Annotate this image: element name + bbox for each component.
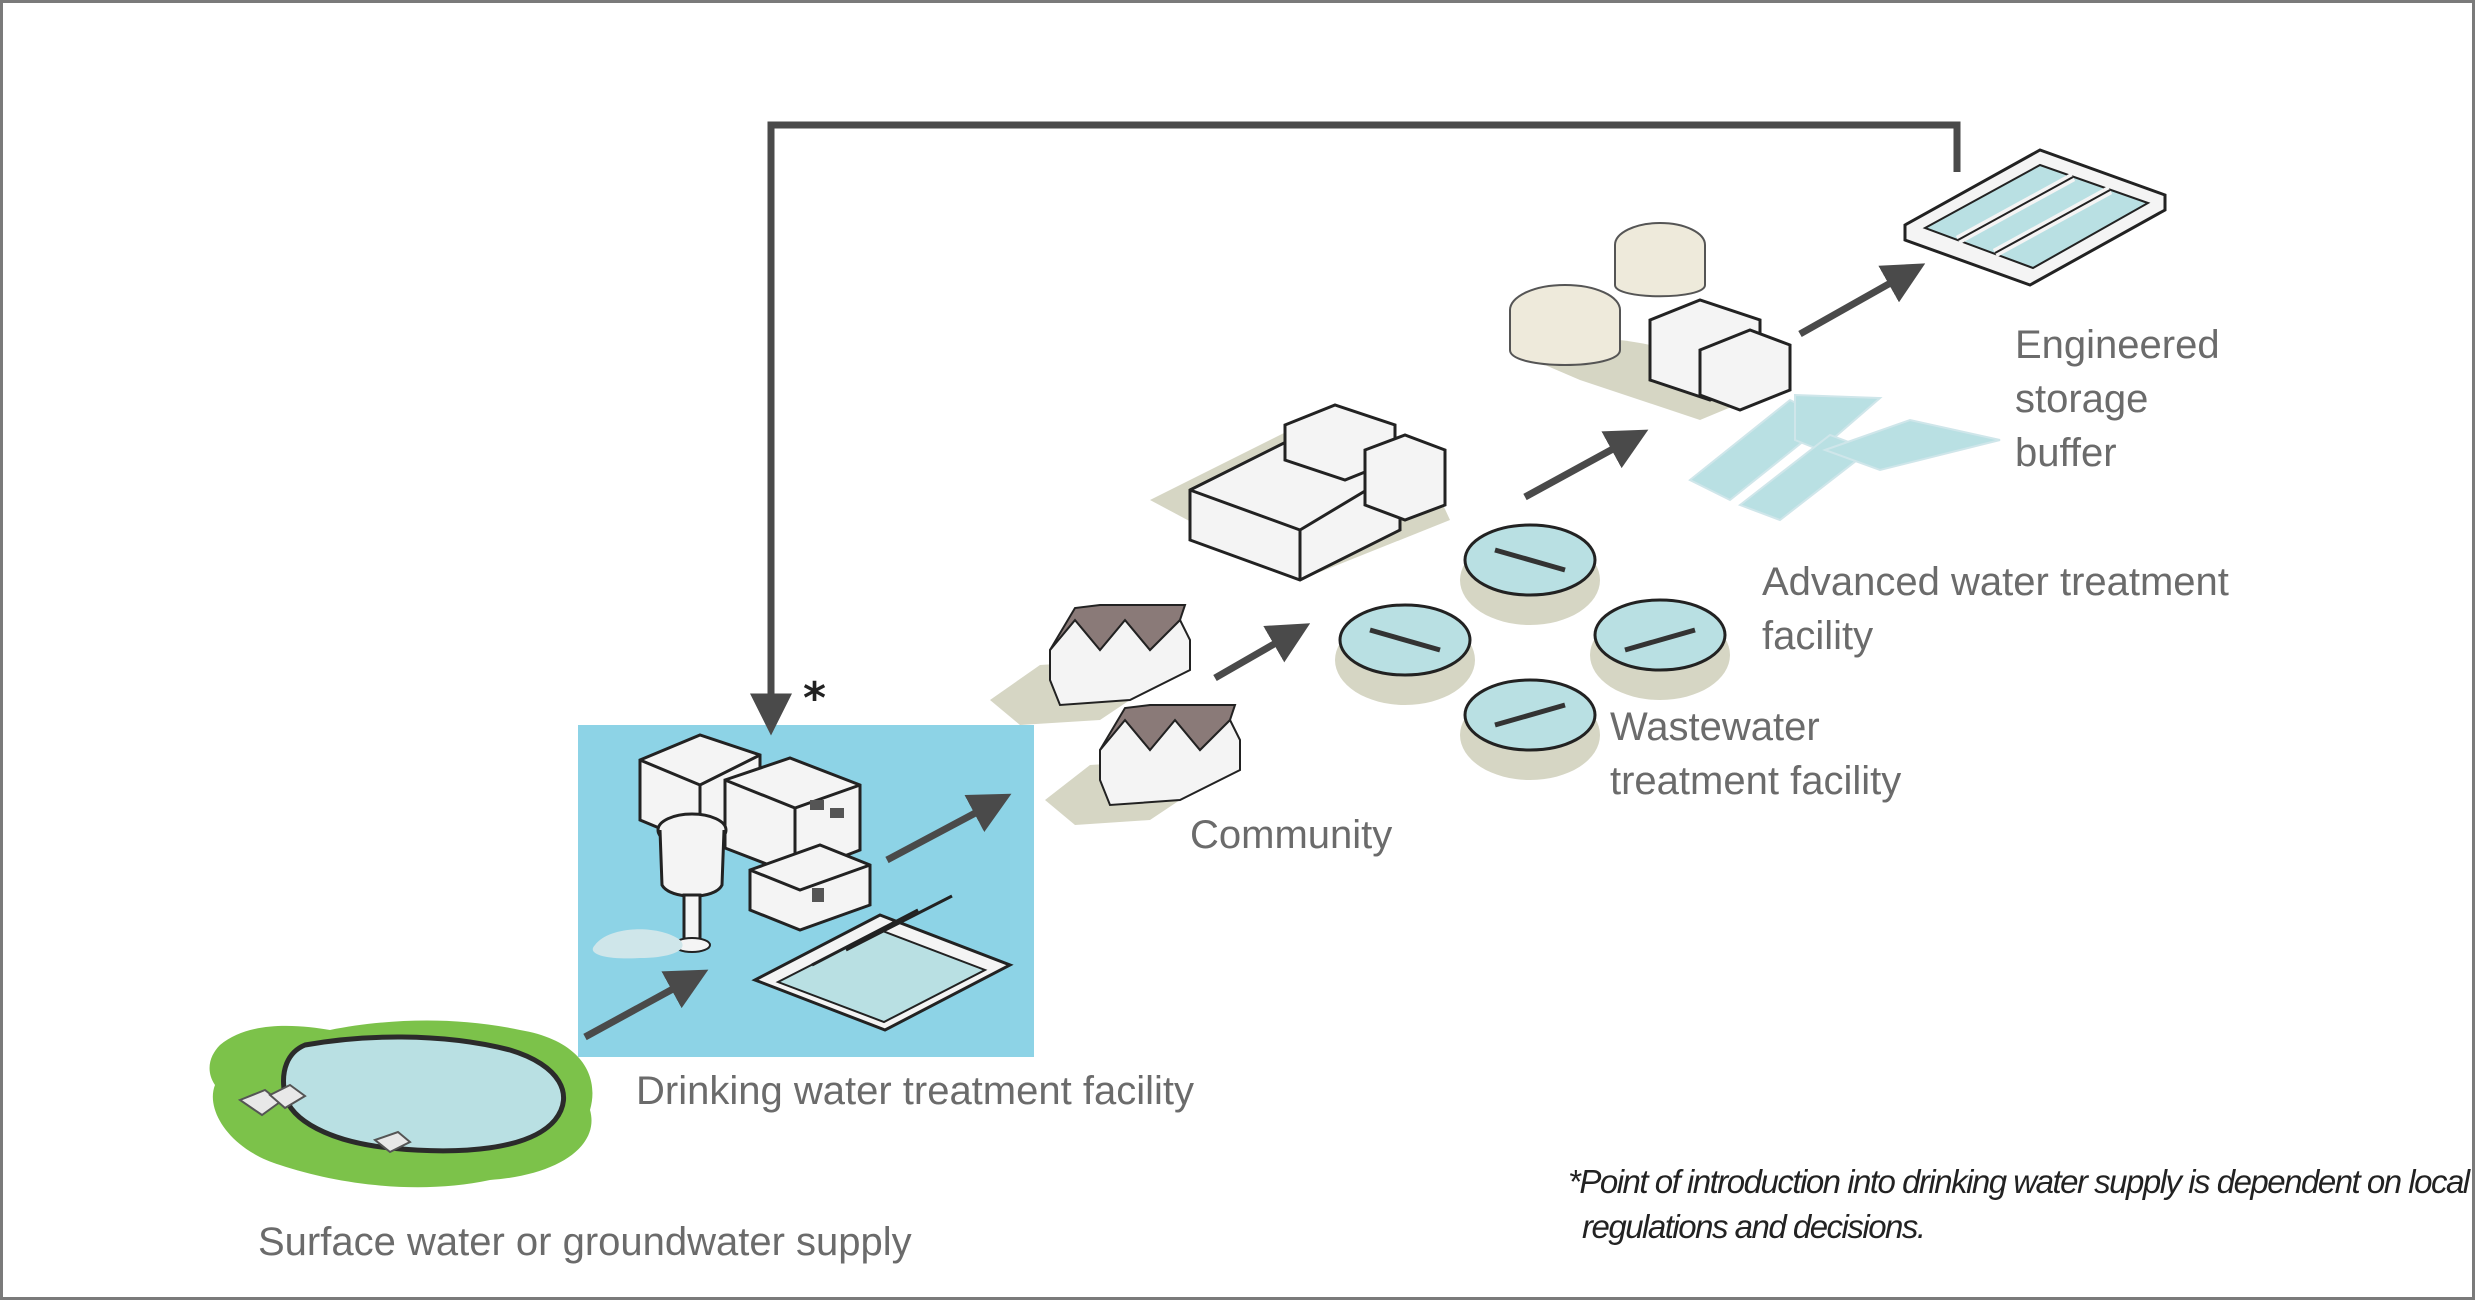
footnote: *Point of introduction into drinking wat… xyxy=(1568,1160,2470,1249)
label-advanced-facility: Advanced water treatment facility xyxy=(1762,555,2229,663)
arrow-drinking-to-community xyxy=(885,793,1012,864)
introduction-point-asterisk: * xyxy=(803,673,827,724)
label-advanced-line2: facility xyxy=(1762,614,1874,658)
label-advanced-line1: Advanced water treatment xyxy=(1762,560,2229,604)
label-community: Community xyxy=(1190,813,1393,857)
wastewater-treatment-facility-icon xyxy=(1150,403,1730,780)
engineered-storage-buffer-icon xyxy=(1903,148,2167,287)
surface-water-pond-icon xyxy=(209,1020,593,1188)
footnote-line1: *Point of introduction into drinking wat… xyxy=(1568,1163,2470,1200)
label-wastewater-line1: Wastewater xyxy=(1610,705,1820,749)
drinking-water-facility-icon xyxy=(592,733,1014,1032)
arrow-wastewater-to-advanced xyxy=(1523,429,1649,501)
arrow-storage-return-to-drinking xyxy=(750,121,1961,736)
community-houses-icon xyxy=(990,604,1241,825)
arrow-advanced-to-storage xyxy=(1798,263,1926,338)
advanced-water-treatment-facility-icon xyxy=(1509,222,2001,522)
label-storage-line1: Engineered xyxy=(2015,323,2220,367)
label-drinking-facility: Drinking water treatment facility xyxy=(636,1069,1194,1113)
label-wastewater-facility: Wastewater treatment facility xyxy=(1610,700,1901,808)
arrow-supply-to-drinking xyxy=(583,969,709,1041)
arrow-community-to-wastewater xyxy=(1213,623,1311,682)
footnote-line2: regulations and decisions. xyxy=(1582,1207,1926,1245)
label-storage-line3: buffer xyxy=(2015,431,2117,475)
label-storage-buffer: Engineered storage buffer xyxy=(2015,318,2220,480)
label-storage-line2: storage xyxy=(2015,377,2149,421)
label-supply: Surface water or groundwater supply xyxy=(258,1220,912,1264)
label-wastewater-line2: treatment facility xyxy=(1610,759,1902,803)
flow-arrows xyxy=(583,121,1961,1041)
